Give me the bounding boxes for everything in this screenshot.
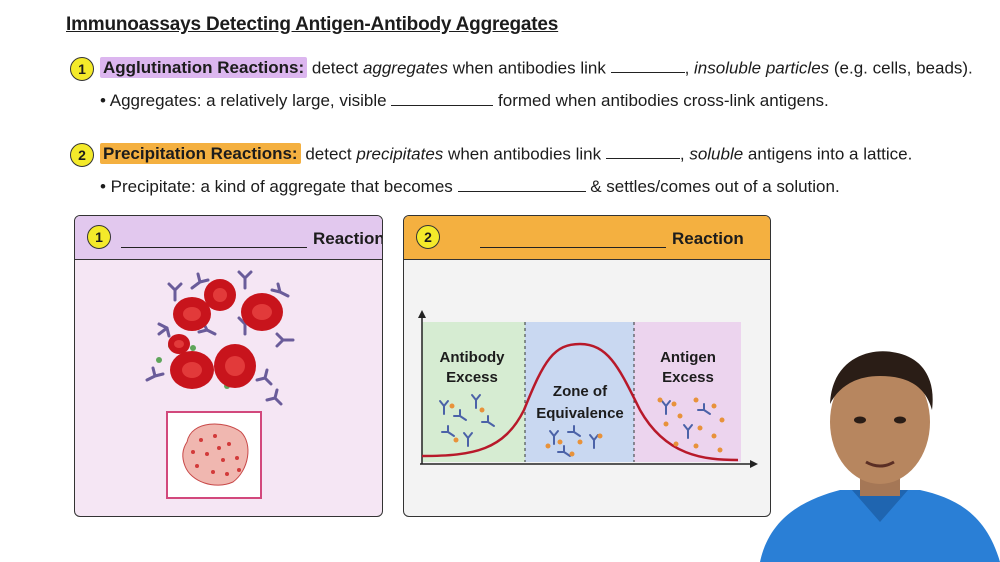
soluble-word: soluble: [689, 144, 743, 163]
precipitation-panel: 2 Reaction Antibody Excess Zone of Equiv…: [403, 215, 771, 517]
aggregates-word: aggregates: [363, 58, 448, 77]
panel-1-header: 1 Reaction: [75, 216, 382, 260]
agglutination-text: when antibodies link: [448, 58, 611, 77]
presenter-eye: [854, 417, 866, 424]
precipitation-text: detect: [301, 144, 357, 163]
badge-2: 2: [70, 143, 94, 167]
insoluble-particles-word: insoluble particles: [694, 58, 829, 77]
agglutination-text: ,: [685, 58, 694, 77]
agglutination-text: detect: [307, 58, 363, 77]
antigen-excess-zone: [634, 322, 741, 462]
agglutination-line: 1 Agglutination Reactions: detect aggrega…: [70, 57, 973, 81]
zone-right-label-2: Excess: [662, 369, 714, 386]
panel-1-badge: 1: [87, 225, 111, 249]
presenter-video: [760, 344, 1000, 562]
y-axis-arrow: [418, 310, 426, 318]
agglutination-panel: 1 Reaction: [74, 215, 383, 517]
zone-mid-label-2: Equivalence: [536, 405, 624, 422]
panel-2-header: 2 Reaction: [404, 216, 770, 260]
page-title: Immunoassays Detecting Antigen-Antibody …: [66, 14, 558, 36]
fill-in-blank: [480, 247, 666, 248]
agglutination-term: Agglutination Reactions:: [100, 57, 307, 78]
fill-in-blank: [606, 146, 680, 159]
aggregate-clump: [183, 424, 248, 485]
zone-left-label-2: Excess: [446, 369, 498, 386]
badge-1: 1: [70, 57, 94, 81]
fill-in-blank: [121, 247, 307, 248]
x-axis-arrow: [750, 460, 758, 468]
panel-2-badge: 2: [416, 225, 440, 249]
aggregates-bullet: • Aggregates: a relatively large, visibl…: [100, 91, 829, 111]
bullet-text: • Precipitate: a kind of aggregate that …: [100, 177, 458, 196]
presenter-eye: [894, 417, 906, 424]
precipitates-word: precipitates: [356, 144, 443, 163]
precipitation-line: 2 Precipitation Reactions: detect precipi…: [70, 143, 912, 167]
fill-in-blank: [611, 60, 685, 73]
panel-1-label: Reaction: [313, 229, 383, 249]
bullet-text: • Aggregates: a relatively large, visibl…: [100, 91, 391, 110]
precipitation-term: Precipitation Reactions:: [100, 143, 301, 164]
precipitation-text: when antibodies link: [443, 144, 606, 163]
precipitation-text: antigens into a lattice.: [743, 144, 912, 163]
panel-2-label: Reaction: [672, 229, 744, 249]
fill-in-blank: [391, 93, 493, 106]
precipitate-bullet: • Precipitate: a kind of aggregate that …: [100, 177, 840, 197]
zone-left-label-1: Antibody: [440, 349, 506, 366]
agglutination-text: (e.g. cells, beads).: [829, 58, 973, 77]
fill-in-blank: [458, 179, 586, 192]
zone-right-label-1: Antigen: [660, 349, 716, 366]
agglutination-illustration: [75, 260, 383, 517]
zone-mid-label-1: Zone of: [553, 383, 608, 400]
bullet-text: & settles/comes out of a solution.: [586, 177, 840, 196]
precipitation-text: ,: [680, 144, 689, 163]
precipitin-curve: Antibody Excess Zone of Equivalence Anti…: [404, 260, 771, 517]
bullet-text: formed when antibodies cross-link antige…: [493, 91, 828, 110]
antibody-excess-zone: [422, 322, 525, 462]
